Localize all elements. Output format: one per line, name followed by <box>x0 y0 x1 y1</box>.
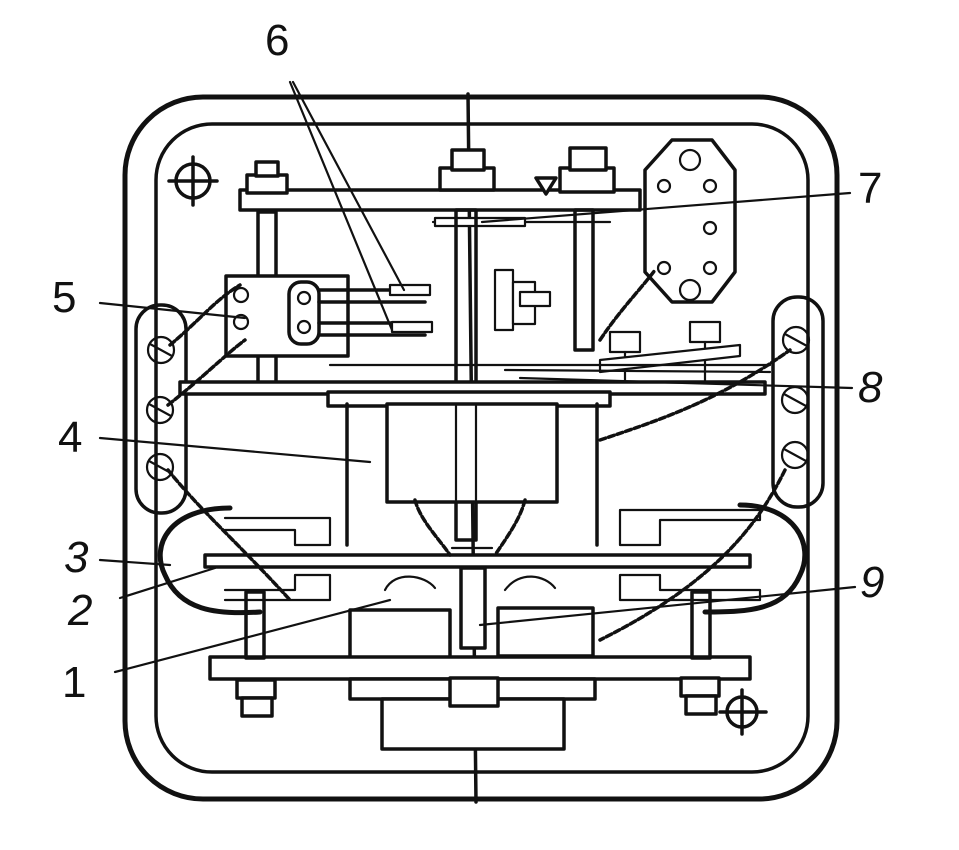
cam-lever <box>493 268 552 332</box>
housing-outer-wall <box>122 94 840 802</box>
shaft <box>450 546 494 650</box>
mounting-screw-bottom-right <box>718 688 768 736</box>
leader-7 <box>480 191 852 224</box>
contact-block <box>224 274 427 358</box>
callout-6: 6 <box>265 16 289 65</box>
disc <box>203 553 752 569</box>
leader-1 <box>113 598 392 674</box>
leader-9 <box>478 585 857 627</box>
callout-7: 7 <box>858 164 882 213</box>
leader-lines <box>98 80 857 674</box>
wires <box>166 268 792 642</box>
callout-8: 8 <box>858 363 883 412</box>
terminal-plate <box>643 138 737 304</box>
bolt-lower-center <box>448 676 500 708</box>
callout-5: 5 <box>52 273 76 322</box>
leader-6b <box>288 80 394 332</box>
leader-4 <box>98 436 372 464</box>
adjusting-nuts-right <box>598 320 742 387</box>
top-bracket <box>238 188 642 228</box>
terminal-strip-right <box>771 295 825 509</box>
callout-3: 3 <box>64 533 89 582</box>
stud-right <box>558 146 616 352</box>
contact-tips <box>388 283 434 334</box>
leader-3 <box>98 558 172 567</box>
leader-5 <box>98 301 247 320</box>
bolt-lower-right <box>679 590 721 716</box>
core-left <box>157 505 332 616</box>
callout-2: 2 <box>67 586 92 635</box>
coil <box>326 390 612 547</box>
leader-2 <box>118 566 217 600</box>
leader-8 <box>518 376 854 390</box>
callout-9: 9 <box>860 558 884 607</box>
housing <box>122 94 840 802</box>
callout-1: 1 <box>62 658 86 707</box>
leader-6a <box>291 80 406 292</box>
bolt-lower-left <box>235 590 277 718</box>
callout-4: 4 <box>58 413 82 462</box>
terminal-strip-left <box>134 303 188 515</box>
stud-center <box>438 148 558 542</box>
housing-inner-wall <box>154 122 810 774</box>
mounting-screw-top-left <box>167 155 219 207</box>
